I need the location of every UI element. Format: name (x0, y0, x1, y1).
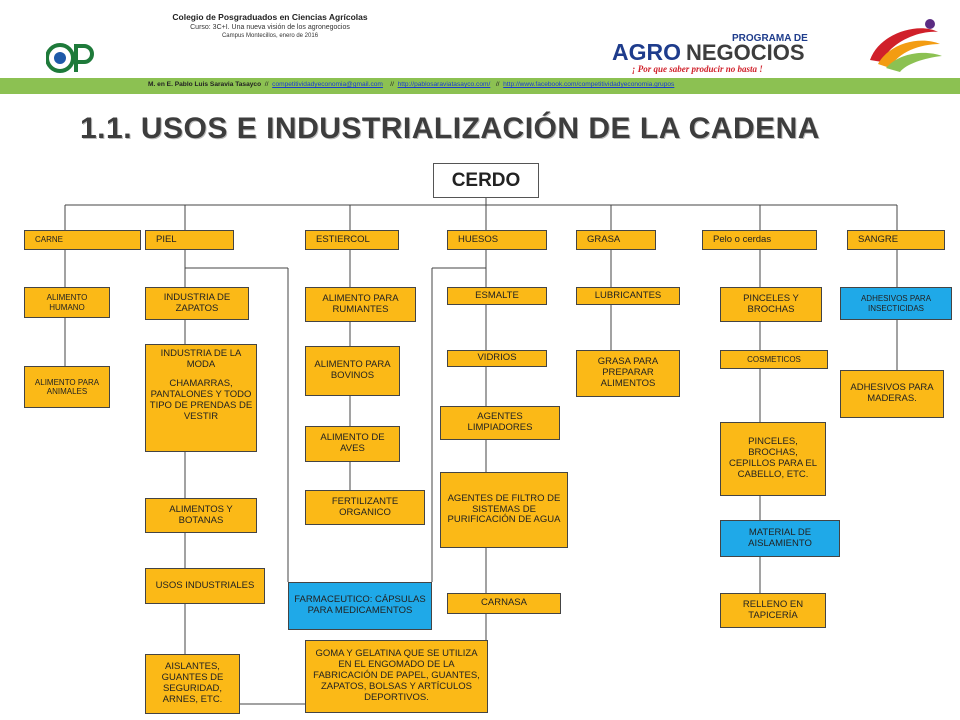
piel-item: INDUSTRIA DE LA MODA (160, 348, 242, 370)
grasa-item: LUBRICANTES (576, 287, 680, 305)
category-huesos: HUESOS (447, 230, 547, 250)
program-top: PROGRAMA DE (732, 33, 808, 44)
huesos-item: CARNASA (447, 593, 561, 614)
piel-item: AISLANTES, GUANTES DE SEGURIDAD, ARNES, … (145, 654, 240, 714)
campus-date: Campus Montecillos, enero de 2016 (221, 33, 319, 39)
piel-item: USOS INDUSTRIALES (145, 568, 265, 604)
separator: // (264, 81, 269, 88)
carne-item: ALIMENTO PARA ANIMALES (24, 366, 110, 408)
page-title: 1.1. USOS E INDUSTRIALIZACIÓN DE LA CADE… (80, 112, 820, 145)
author-name: M. en E. Pablo Luis Saravia Tasayco (148, 81, 262, 88)
goma-box: GOMA Y GELATINA QUE SE UTILIZA EN EL ENG… (305, 640, 488, 713)
cp-logo: CP (46, 43, 94, 73)
estiercol-item: ALIMENTO PARA BOVINOS (305, 346, 400, 396)
huesos-item: AGENTES LIMPIADORES (440, 406, 560, 440)
credits-line: M. en E. Pablo Luis Saravia Tasayco // c… (148, 81, 674, 88)
credits-bar (0, 78, 960, 94)
estiercol-item: FERTILIZANTE ORGANICO (305, 490, 425, 525)
pelo-item: COSMETICOS (720, 350, 828, 369)
pelo-item: PINCELES, BROCHAS, CEPILLOS PARA EL CABE… (720, 422, 826, 496)
huesos-item: AGENTES DE FILTRO DE SISTEMAS DE PURIFIC… (440, 472, 568, 548)
piel-item: INDUSTRIA DE ZAPATOS (145, 287, 249, 320)
pelo-item: PINCELES Y BROCHAS (720, 287, 822, 322)
separator: // (390, 81, 394, 88)
facebook-link[interactable]: http://www.facebook.com/competitividadye… (503, 81, 675, 88)
huesos-item: VIDRIOS (447, 350, 547, 367)
piel-item: ALIMENTOS Y BOTANAS (145, 498, 257, 533)
category-piel: PIEL (145, 230, 234, 250)
root-node-cerdo: CERDO (433, 163, 539, 198)
category-sangre: SANGRE (847, 230, 945, 250)
email-link[interactable]: competitividadyeconomia@gmail.com (272, 81, 383, 88)
category-grasa: GRASA (576, 230, 656, 250)
program-main-a: AGRO (612, 39, 681, 65)
estiercol-item: ALIMENTO PARA RUMIANTES (305, 287, 416, 322)
estiercol-item: ALIMENTO DE AVES (305, 426, 400, 462)
header: Colegio de Posgraduados en Ciencias Agrí… (0, 0, 960, 78)
school-name: Colegio de Posgraduados en Ciencias Agrí… (172, 12, 368, 22)
pelo-item: MATERIAL DE AISLAMIENTO (720, 520, 840, 557)
separator: // (495, 81, 500, 88)
program-main-b: NEGOCIOS (686, 40, 805, 65)
piel-moda-block: INDUSTRIA DE LA MODA CHAMARRAS, PANTALON… (145, 344, 257, 452)
sangre-item: ADHESIVOS PARA INSECTICIDAS (840, 287, 952, 320)
piel-item: CHAMARRAS, PANTALONES Y TODO TIPO DE PRE… (149, 377, 253, 422)
swirl-logo-icon (870, 19, 942, 72)
website-link[interactable]: http://pablosaraviatasayco.com/ (397, 81, 491, 88)
category-carne: CARNE (24, 230, 141, 250)
huesos-item: ESMALTE (447, 287, 547, 305)
category-estiercol: ESTIERCOL (305, 230, 399, 250)
farmaceutico-box: FARMACEUTICO: CÁPSULAS PARA MEDICAMENTOS (288, 582, 432, 630)
grasa-item: GRASA PARA PREPARAR ALIMENTOS (576, 350, 680, 397)
agronegocios-logo: PROGRAMA DE AGRO NEGOCIOS ¡ Por que sabe… (612, 33, 808, 74)
sangre-item: ADHESIVOS PARA MADERAS. (840, 370, 944, 418)
category-pelo: Pelo o cerdas (702, 230, 817, 250)
course-name: Curso: 3C+I. Una nueva visión de los agr… (190, 24, 350, 31)
carne-item: ALIMENTO HUMANO (24, 287, 110, 318)
program-slogan: ¡ Por que saber producir no basta ! (632, 64, 763, 74)
pelo-item: RELLENO EN TAPICERÍA (720, 593, 826, 628)
